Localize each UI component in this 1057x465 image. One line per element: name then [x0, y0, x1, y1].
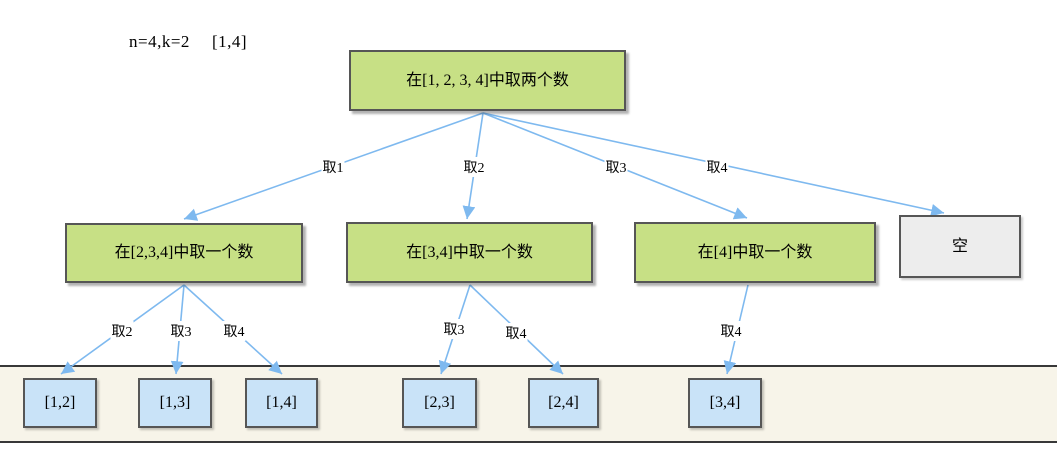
edge-label-9: 取4 [719, 321, 743, 341]
n-k-label: n=4,k=2 [129, 32, 190, 51]
edge-label-2: 取3 [604, 157, 628, 177]
edge-label-7: 取3 [442, 319, 466, 339]
edge-label-4: 取2 [110, 321, 134, 341]
edge-label-0: 取1 [321, 157, 345, 177]
edge-label-1: 取2 [462, 157, 486, 177]
edge-label-5: 取3 [169, 321, 193, 341]
edge-label-6: 取4 [222, 321, 246, 341]
edge-label-3: 取4 [705, 157, 729, 177]
range-label: [1,4] [211, 32, 248, 51]
edge-label-8: 取4 [504, 323, 528, 343]
parameters-label: n=4,k=2 [1,4] [129, 32, 247, 52]
